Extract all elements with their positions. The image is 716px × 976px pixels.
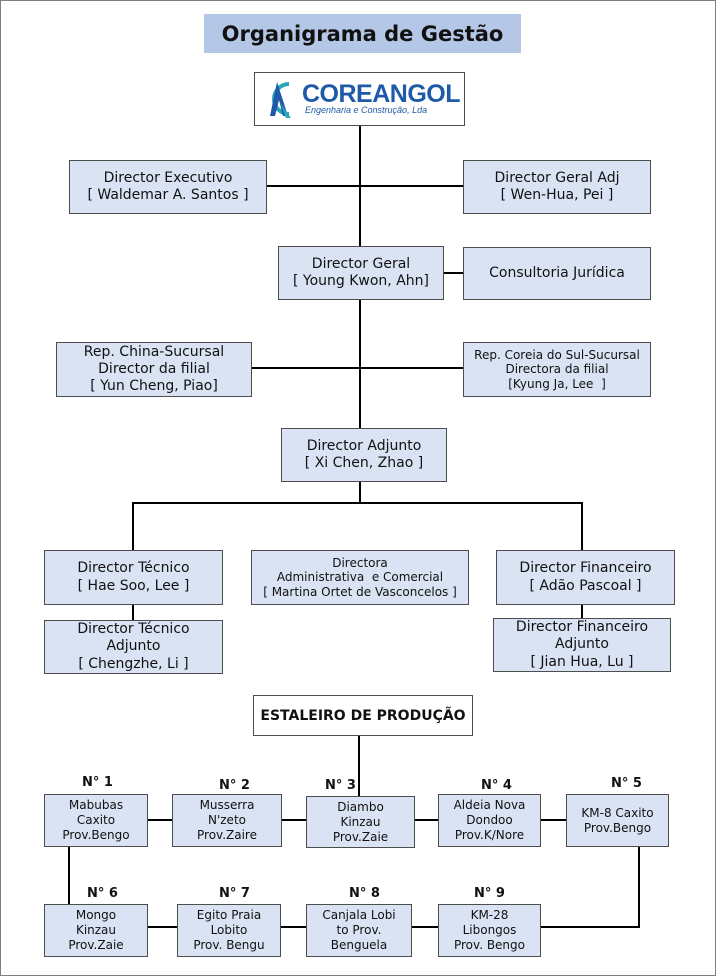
text-line: [ Adão Pascoal ] xyxy=(529,577,642,594)
text-line: Rep. China-Sucursal xyxy=(83,343,225,360)
logo-name: COREANGOL xyxy=(302,80,461,108)
text-line: to Prov. xyxy=(336,923,382,937)
text-line: [Kyung Ja, Lee ] xyxy=(508,376,606,391)
consultoria-juridica-box: Consultoria Jurídica xyxy=(463,247,651,300)
estaleiro-producao-box: ESTALEIRO DE PRODUÇÃO xyxy=(253,695,473,736)
text-line: Mongo xyxy=(75,908,117,922)
site-number: N° 6 xyxy=(87,886,118,901)
text-line: Directora xyxy=(332,555,388,570)
text-line: Canjala Lobi xyxy=(322,908,396,922)
director-geral-adj-box: Director Geral Adj[ Wen-Hua, Pei ] xyxy=(463,160,651,214)
director-executivo-box: Director Executivo[ Waldemar A. Santos ] xyxy=(69,160,267,214)
text-line: Director Financeiro xyxy=(515,619,649,636)
text-line: Director Técnico xyxy=(77,560,190,577)
text-line: Aldeia Nova xyxy=(453,798,526,812)
text-line: Prov.Bengo xyxy=(583,820,652,835)
site-number: N° 5 xyxy=(611,776,642,791)
text-line: Prov. Bengu xyxy=(193,938,265,952)
text-line: Dondoo xyxy=(466,813,513,827)
text-line: Prov.Zaire xyxy=(197,828,257,842)
text-line: Director Geral Adj xyxy=(494,169,620,186)
page-title: Organigrama de Gestão xyxy=(204,14,521,53)
site-number: N° 1 xyxy=(82,775,113,790)
text-line: Kinzau xyxy=(340,814,381,829)
company-logo: COREANGOL Engenharia e Construção, Lda xyxy=(254,72,465,126)
text-line: Rep. Coreia do Sul-Sucursal xyxy=(474,347,640,362)
director-adjunto-box: Director Adjunto[ Xi Chen, Zhao ] xyxy=(281,428,447,482)
text-line: KM-28 xyxy=(470,908,509,922)
text-line: Lobito xyxy=(210,923,248,937)
site-number: N° 4 xyxy=(481,778,512,793)
site-number: N° 3 xyxy=(325,778,356,793)
coreangol-logo-icon xyxy=(270,82,291,118)
text-line: Musserra xyxy=(199,798,255,812)
text-line: Adjunto xyxy=(555,636,609,653)
text-line: N'zeto xyxy=(207,813,246,827)
text-line: [ Chengzhe, Li ] xyxy=(78,655,189,672)
director-financeiro-box: Director Financeiro[ Adão Pascoal ] xyxy=(496,550,675,605)
text-line: Egito Praia xyxy=(196,908,262,922)
text-line: Consultoria Jurídica xyxy=(489,264,625,281)
text-line: Caxito xyxy=(76,813,116,827)
site-number: N° 7 xyxy=(219,886,250,901)
text-line: KM-8 Caxito xyxy=(581,805,654,820)
text-line: Director Adjunto xyxy=(306,437,422,454)
text-line: [ Jian Hua, Lu ] xyxy=(530,653,634,670)
text-line: [ Wen-Hua, Pei ] xyxy=(500,187,614,203)
text-line: Prov.Zaie xyxy=(332,829,389,844)
text-line: Prov. Bengo xyxy=(453,938,525,952)
site-number: N° 9 xyxy=(474,886,505,901)
text-line: Prov.Zaie xyxy=(68,938,124,952)
text-line: Prov.K/Nore xyxy=(454,828,525,842)
text-line: Adjunto xyxy=(106,638,161,655)
text-line: Mabubas xyxy=(68,798,124,812)
text-line: Libongos xyxy=(462,923,517,937)
text-line: Benguela xyxy=(330,938,388,952)
text-line: [ Hae Soo, Lee ] xyxy=(77,577,190,594)
text-line: Administrativa e Comercial xyxy=(276,570,444,585)
director-geral-box: Director Geral[ Young Kwon, Ahn] xyxy=(278,246,444,300)
text-line: Diambo xyxy=(337,799,384,814)
text-line: Kinzau xyxy=(75,923,117,937)
text-line: Director Geral xyxy=(311,255,411,272)
text-line: Directora da filial xyxy=(505,362,609,377)
logo-subtitle: Engenharia e Construção, Lda xyxy=(305,105,428,115)
text-line: Director da filial xyxy=(98,360,210,377)
text-line: [ Martina Ortet de Vasconcelos ] xyxy=(263,584,457,599)
text-line: Director Financeiro xyxy=(519,560,652,577)
site-number: N° 2 xyxy=(219,778,250,793)
text-line: [ Young Kwon, Ahn] xyxy=(292,273,429,289)
text-line: [ Xi Chen, Zhao ] xyxy=(304,455,424,471)
text-line: Prov.Bengo xyxy=(62,828,130,842)
text-line: [ Waldemar A. Santos ] xyxy=(87,187,249,203)
text-line: Director Executivo xyxy=(103,169,233,186)
director-tecnico-box: Director Técnico[ Hae Soo, Lee ] xyxy=(44,550,223,605)
text-line: Director Técnico xyxy=(77,621,190,638)
site-number: N° 8 xyxy=(349,886,380,901)
text-line: [ Yun Cheng, Piao] xyxy=(90,378,218,395)
